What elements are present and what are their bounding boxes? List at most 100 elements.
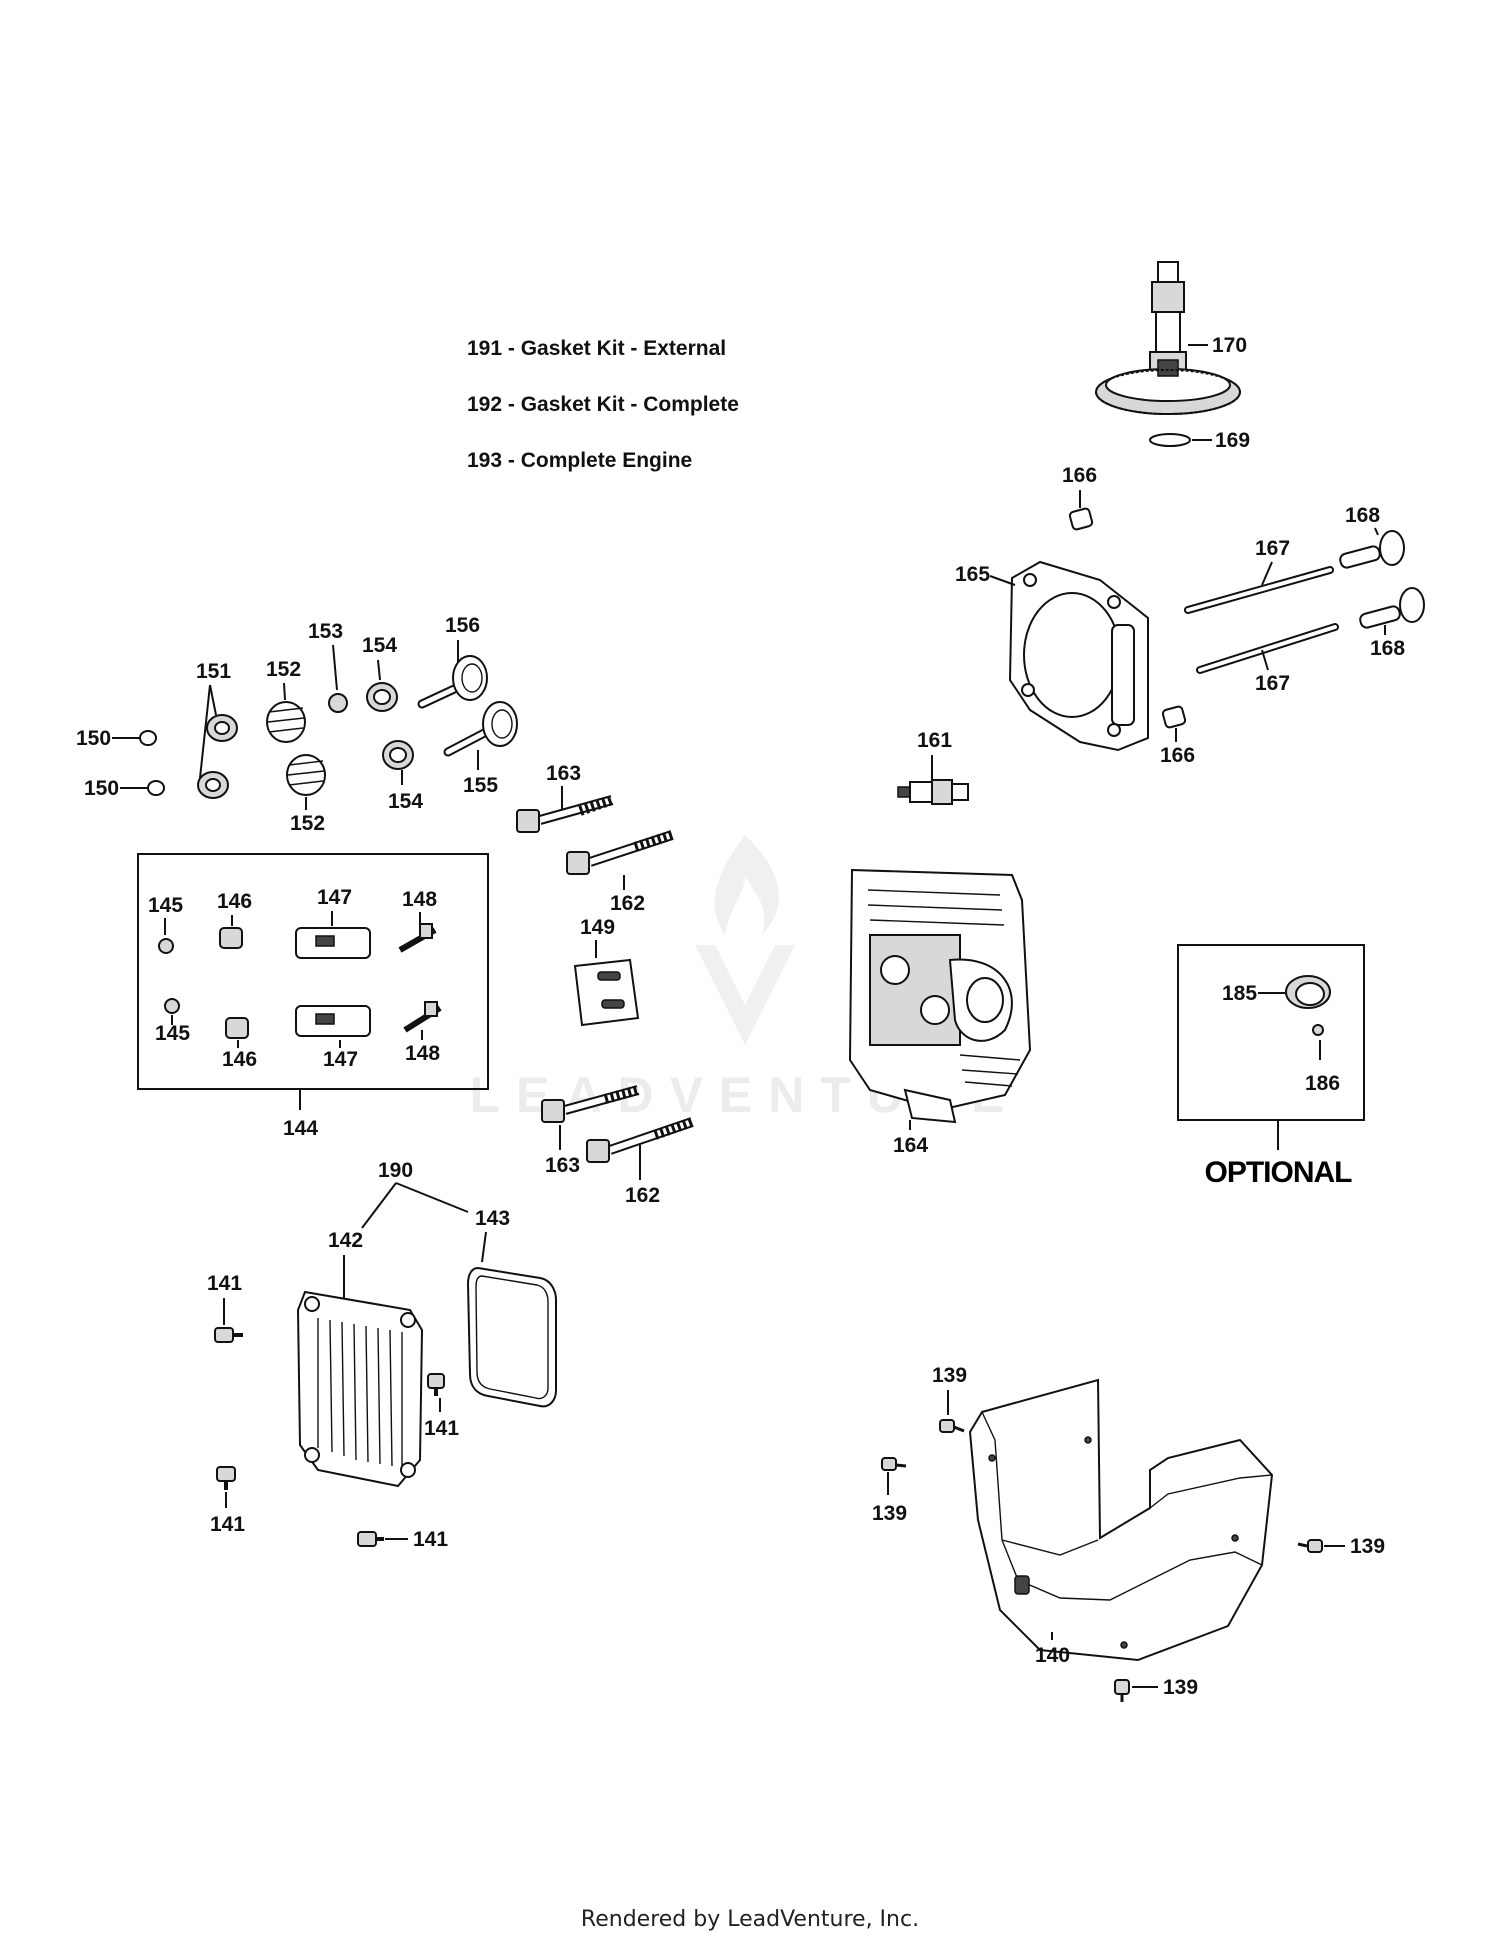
callout-148-lower: 148 <box>405 1042 440 1065</box>
callout-166-upper: 166 <box>1062 464 1097 487</box>
part-142-valve-cover[interactable] <box>296 1290 424 1488</box>
part-154-stem-seal-upper[interactable] <box>366 682 398 712</box>
part-164-cylinder-head[interactable] <box>848 868 1032 1124</box>
part-153-valve-cap[interactable] <box>328 693 348 713</box>
kit-note-192: 192 - Gasket Kit - Complete <box>467 393 739 416</box>
part-150-keeper-upper[interactable] <box>139 730 157 746</box>
part-156-valve[interactable] <box>417 655 488 709</box>
callout-154-upper: 154 <box>362 634 397 657</box>
part-139-screw-right[interactable] <box>1297 1539 1323 1553</box>
callout-147-lower: 147 <box>323 1048 358 1071</box>
part-185-seal[interactable] <box>1285 975 1331 1009</box>
part-170-camshaft[interactable] <box>1095 261 1241 415</box>
part-139-screw-bottom[interactable] <box>1114 1679 1130 1702</box>
callout-153: 153 <box>308 620 343 643</box>
callout-168-lower: 168 <box>1370 637 1405 660</box>
callout-190: 190 <box>378 1159 413 1182</box>
part-166-dowel-upper[interactable] <box>1068 507 1094 531</box>
callout-141-bottom: 141 <box>413 1528 448 1551</box>
rocker-parts-box: 145 145 146 146 147 147 148 <box>137 853 489 1090</box>
callout-150-lower: 150 <box>84 777 119 800</box>
kit-note-191: 191 - Gasket Kit - External <box>467 337 726 360</box>
callout-161: 161 <box>917 729 952 752</box>
part-145-nut-upper[interactable] <box>158 938 174 954</box>
optional-label: OPTIONAL <box>1205 1156 1353 1189</box>
part-141-bolt-bottom[interactable] <box>357 1531 384 1547</box>
callout-185: 185 <box>1222 982 1257 1005</box>
part-163-bolt-upper[interactable] <box>516 795 614 833</box>
part-141-bolt-upper-left[interactable] <box>214 1327 243 1343</box>
part-167-push-rod-upper[interactable] <box>1184 566 1334 614</box>
flame-logo-icon <box>695 835 795 1045</box>
part-147-rocker-arm-lower[interactable] <box>295 1005 371 1037</box>
callout-140: 140 <box>1035 1644 1070 1667</box>
callout-152-upper: 152 <box>266 658 301 681</box>
part-162-bolt-lower[interactable] <box>586 1117 694 1163</box>
part-149-guide-plate[interactable] <box>573 958 640 1027</box>
part-139-screw-top[interactable] <box>939 1419 965 1433</box>
callout-156: 156 <box>445 614 480 637</box>
callout-162-lower: 162 <box>625 1184 660 1207</box>
callout-139-top: 139 <box>932 1364 967 1387</box>
part-148-stud-upper[interactable] <box>398 923 437 953</box>
callout-149: 149 <box>580 916 615 939</box>
callout-155: 155 <box>463 774 498 797</box>
part-168-tappet-lower[interactable] <box>1359 587 1425 629</box>
part-155-valve[interactable] <box>443 701 518 757</box>
callout-151: 151 <box>196 660 231 683</box>
callout-146-upper: 146 <box>217 890 252 913</box>
callout-143: 143 <box>475 1207 510 1230</box>
part-146-pivot-upper[interactable] <box>219 927 243 949</box>
part-168-tappet-upper[interactable] <box>1339 530 1405 569</box>
part-141-bolt-right[interactable] <box>427 1373 445 1396</box>
callout-163-lower: 163 <box>545 1154 580 1177</box>
part-151-retainer-lower[interactable] <box>197 771 229 799</box>
callout-170: 170 <box>1212 334 1247 357</box>
callout-164: 164 <box>893 1134 928 1157</box>
part-141-bolt-lower-left[interactable] <box>216 1466 236 1490</box>
callout-145-upper: 145 <box>148 894 183 917</box>
part-162-bolt-upper[interactable] <box>566 830 674 875</box>
part-169-washer[interactable] <box>1149 433 1191 447</box>
callout-167-upper: 167 <box>1255 537 1290 560</box>
part-163-bolt-lower[interactable] <box>541 1085 640 1123</box>
callout-139-right: 139 <box>1350 1535 1385 1558</box>
part-143-valve-cover-gasket[interactable] <box>466 1266 557 1408</box>
kit-note-193: 193 - Complete Engine <box>467 449 692 472</box>
callout-145-lower: 145 <box>155 1022 190 1045</box>
callout-169: 169 <box>1215 429 1250 452</box>
part-152-spring-lower[interactable] <box>286 754 326 796</box>
callout-162-upper: 162 <box>610 892 645 915</box>
part-165-head-gasket[interactable] <box>1008 560 1149 752</box>
callout-166-lower: 166 <box>1160 744 1195 767</box>
callout-139-bottom: 139 <box>1163 1676 1198 1699</box>
optional-parts-box: 185 186 <box>1177 944 1365 1150</box>
part-154-stem-seal-lower[interactable] <box>382 740 414 770</box>
kit-notes: 191 - Gasket Kit - External 192 - Gasket… <box>467 337 739 472</box>
part-139-screw-left[interactable] <box>881 1457 907 1471</box>
callout-139-left: 139 <box>872 1502 907 1525</box>
callout-148-upper: 148 <box>402 888 437 911</box>
part-146-pivot-lower[interactable] <box>225 1017 249 1039</box>
part-148-stud-lower[interactable] <box>403 1001 442 1033</box>
callout-144: 144 <box>283 1117 318 1140</box>
part-161-spark-plug[interactable] <box>897 779 969 805</box>
callout-142: 142 <box>328 1229 363 1252</box>
part-151-retainer-upper[interactable] <box>206 714 238 742</box>
part-147-rocker-arm-upper[interactable] <box>295 927 371 959</box>
callout-165: 165 <box>955 563 990 586</box>
part-152-spring-upper[interactable] <box>266 701 306 743</box>
callout-167-lower: 167 <box>1255 672 1290 695</box>
callout-186: 186 <box>1305 1072 1340 1095</box>
callout-150-upper: 150 <box>76 727 111 750</box>
part-140-cylinder-shroud[interactable] <box>968 1378 1274 1662</box>
part-167-push-rod-lower[interactable] <box>1196 623 1339 674</box>
callout-141-right: 141 <box>424 1417 459 1440</box>
part-145-nut-lower[interactable] <box>164 998 180 1014</box>
part-166-dowel-lower[interactable] <box>1161 705 1187 729</box>
part-186-plug[interactable] <box>1312 1024 1324 1036</box>
part-150-keeper-lower[interactable] <box>147 780 165 796</box>
callout-141-lower-left: 141 <box>210 1513 245 1536</box>
callout-168-upper: 168 <box>1345 504 1380 527</box>
